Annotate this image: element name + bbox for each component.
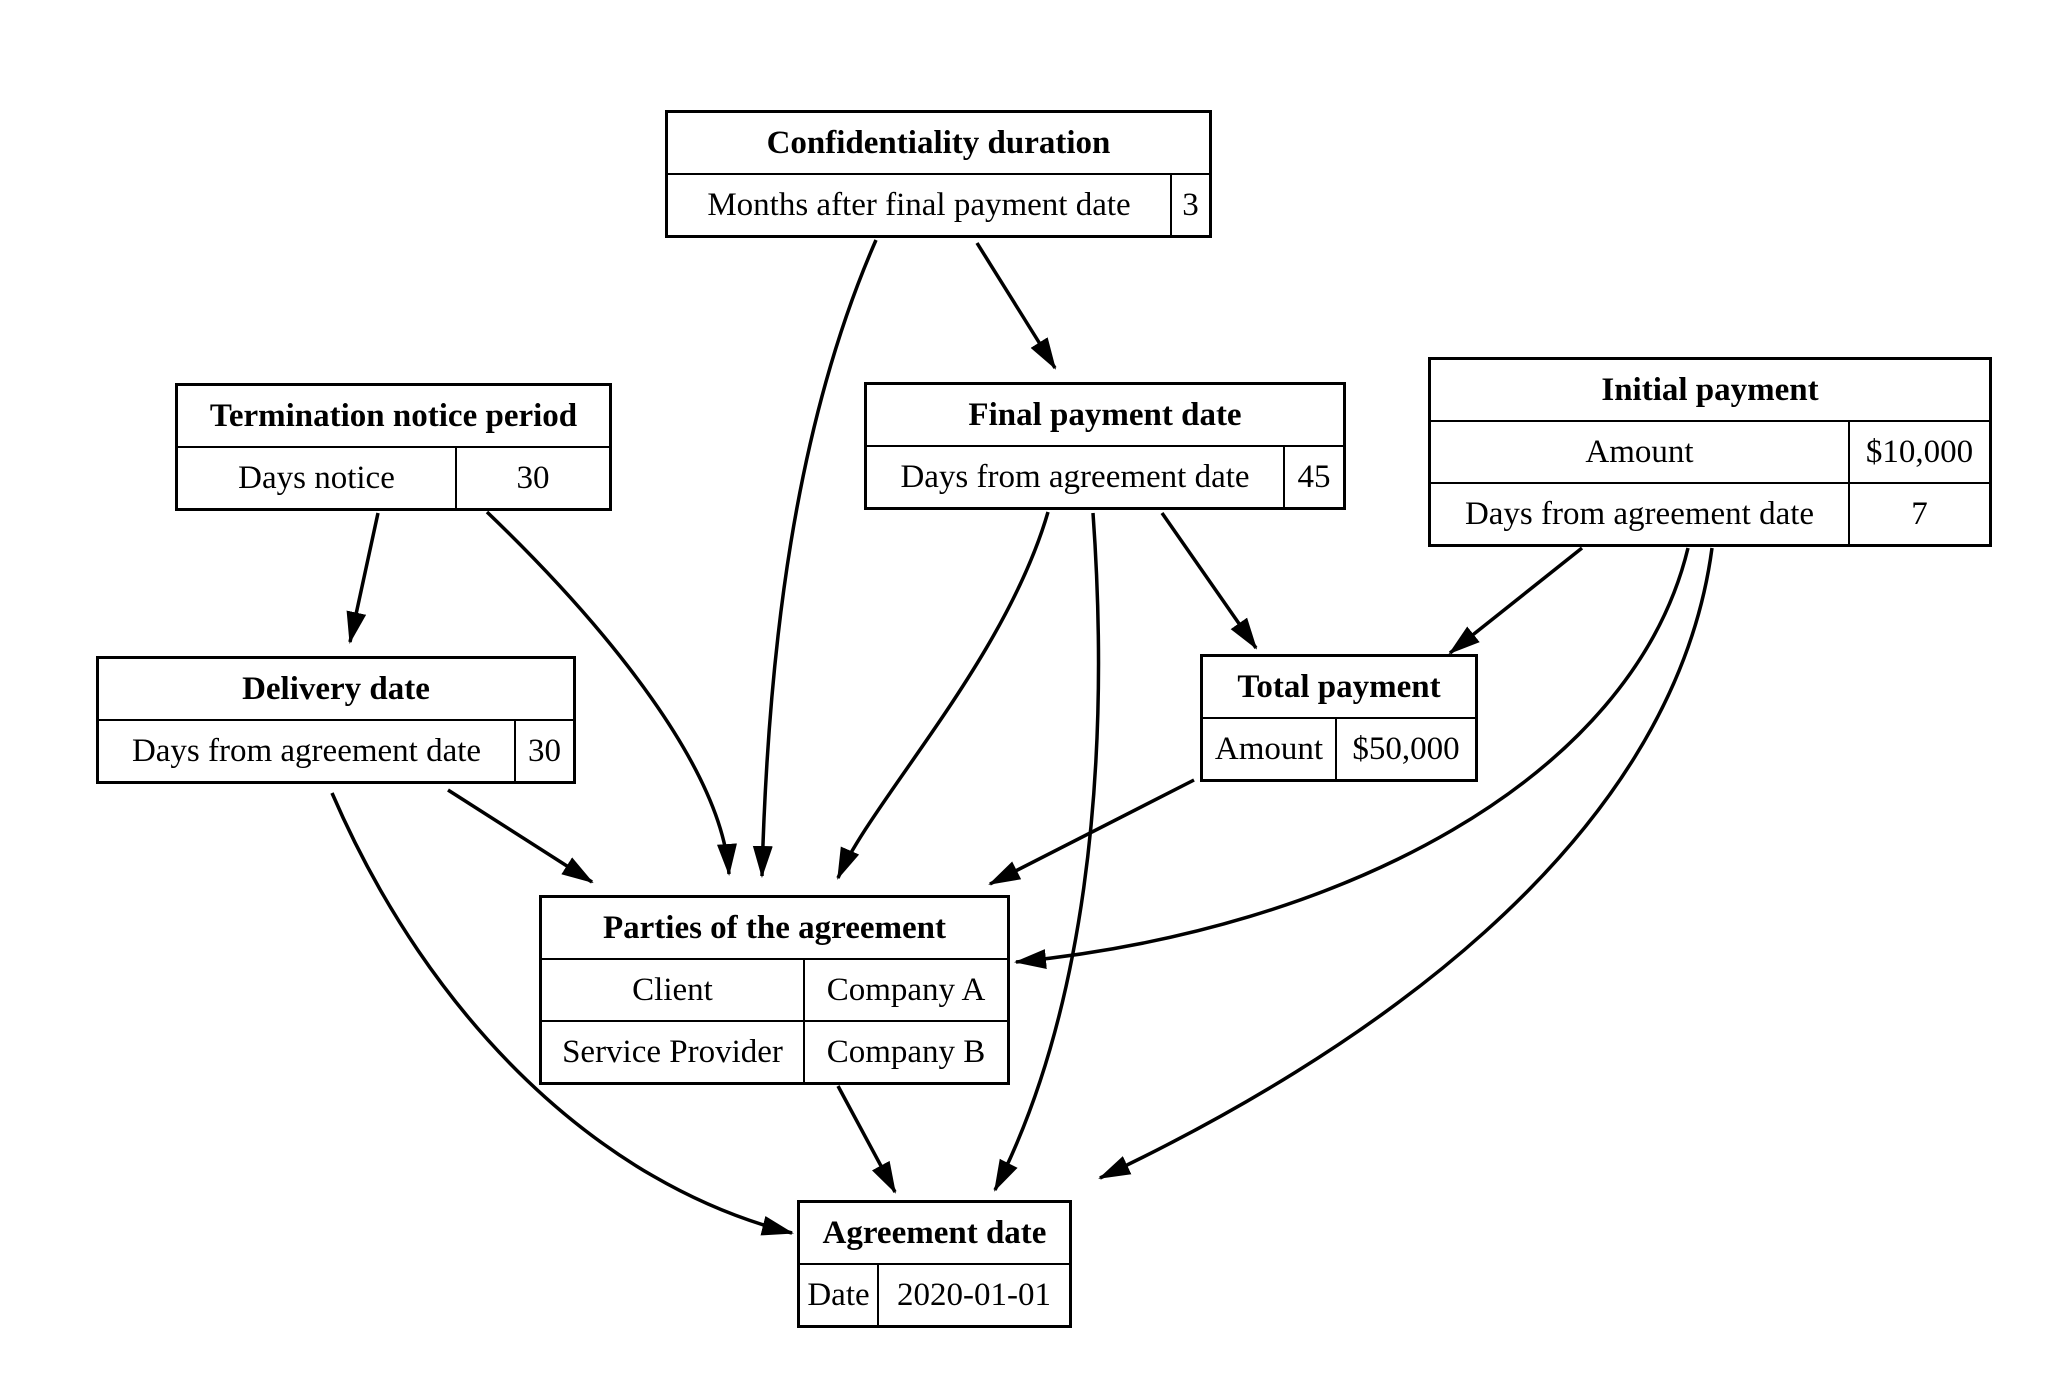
row-label: Date bbox=[807, 1276, 870, 1313]
node-title: Termination notice period bbox=[209, 397, 578, 434]
table-row: Days from agreement date 45 bbox=[867, 445, 1343, 507]
table-row: Client Company A bbox=[542, 958, 1007, 1020]
table-row: Service Provider Company B bbox=[542, 1020, 1007, 1082]
row-label: Days from agreement date bbox=[131, 732, 482, 769]
node-initial-payment: Initial payment Amount $10,000 Days from… bbox=[1428, 357, 1992, 547]
table-row: Months after final payment date 3 bbox=[668, 173, 1209, 235]
edge-termination-to-delivery bbox=[346, 512, 380, 644]
node-title: Total payment bbox=[1237, 668, 1441, 705]
table-row: Days from agreement date 30 bbox=[99, 719, 573, 781]
node-title: Initial payment bbox=[1601, 371, 1819, 408]
edge-confidentiality-to-final-payment bbox=[975, 242, 1057, 370]
node-delivery-date: Delivery date Days from agreement date 3… bbox=[96, 656, 576, 784]
edge-confidentiality-to-parties bbox=[752, 239, 878, 878]
row-value: 2020-01-01 bbox=[877, 1265, 1069, 1325]
table-row: Date 2020-01-01 bbox=[800, 1263, 1069, 1325]
edge-initial-payment-to-total-payment bbox=[1448, 546, 1584, 655]
row-label: Amount bbox=[1585, 433, 1694, 470]
edge-final-payment-to-total-payment bbox=[1160, 512, 1258, 650]
node-termination-notice-period: Termination notice period Days notice 30 bbox=[175, 383, 612, 511]
row-label: Days notice bbox=[238, 459, 395, 496]
row-value: Company B bbox=[803, 1022, 1007, 1082]
row-label: Days from agreement date bbox=[900, 458, 1250, 495]
row-value: $50,000 bbox=[1335, 719, 1475, 779]
edge-total-payment-to-parties bbox=[988, 778, 1195, 886]
row-value: Company A bbox=[803, 960, 1007, 1020]
table-row: Days notice 30 bbox=[178, 446, 609, 508]
edge-delivery-to-parties bbox=[447, 788, 594, 884]
node-final-payment-date: Final payment date Days from agreement d… bbox=[864, 382, 1346, 510]
node-confidentiality-duration: Confidentiality duration Months after fi… bbox=[665, 110, 1212, 238]
row-label: Service Provider bbox=[562, 1033, 783, 1070]
node-title: Delivery date bbox=[242, 670, 430, 707]
node-title: Parties of the agreement bbox=[602, 909, 946, 946]
node-title: Agreement date bbox=[822, 1214, 1047, 1251]
edge-final-payment-to-parties bbox=[836, 511, 1050, 880]
table-row: Amount $10,000 bbox=[1431, 420, 1989, 482]
edge-initial-payment-to-agreement-date bbox=[1098, 547, 1714, 1180]
row-value: 7 bbox=[1848, 484, 1989, 544]
table-row: Amount $50,000 bbox=[1203, 717, 1475, 779]
row-value: 30 bbox=[455, 448, 609, 508]
row-value: $10,000 bbox=[1848, 422, 1989, 482]
row-label: Months after final payment date bbox=[707, 186, 1131, 223]
edge-final-payment-to-agreement-date bbox=[993, 512, 1101, 1192]
row-label: Amount bbox=[1214, 730, 1324, 767]
table-row: Days from agreement date 7 bbox=[1431, 482, 1989, 544]
row-label: Client bbox=[632, 971, 713, 1008]
node-agreement-date: Agreement date Date 2020-01-01 bbox=[797, 1200, 1072, 1328]
node-parties-of-the-agreement: Parties of the agreement Client Company … bbox=[539, 895, 1010, 1085]
row-label: Days from agreement date bbox=[1464, 495, 1815, 532]
row-value: 30 bbox=[514, 721, 573, 781]
node-title: Final payment date bbox=[968, 396, 1242, 433]
edge-parties-to-agreement-date bbox=[836, 1085, 897, 1194]
node-title: Confidentiality duration bbox=[766, 124, 1111, 161]
row-value: 3 bbox=[1170, 175, 1209, 235]
node-total-payment: Total payment Amount $50,000 bbox=[1200, 654, 1478, 782]
row-value: 45 bbox=[1283, 447, 1343, 507]
